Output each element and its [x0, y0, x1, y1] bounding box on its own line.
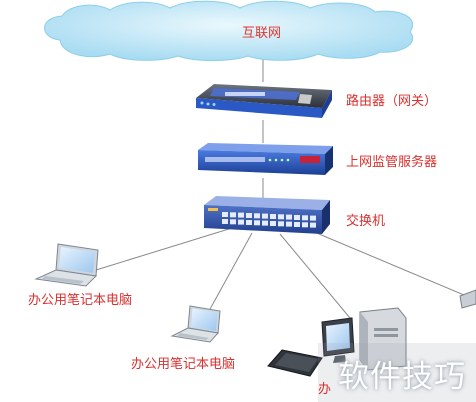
laptop-1-label: 办公用笔记本电脑 — [28, 293, 133, 308]
router-label: 路由器（网关） — [346, 94, 438, 109]
link-switch-desktop — [279, 233, 351, 319]
switch-label: 交换机 — [346, 214, 386, 229]
switch-icon — [204, 196, 330, 234]
link-switch-laptop-1 — [95, 227, 233, 271]
laptop-2-label: 办公用笔记本电脑 — [131, 357, 236, 372]
laptop-icon — [34, 243, 99, 287]
link-switch-edge — [299, 225, 476, 301]
watermark-text: 软件技巧 — [338, 359, 466, 395]
watermark-backdrop — [318, 343, 476, 402]
monitor-server-label: 上网监管服务器 — [346, 155, 438, 170]
partial-device-icon — [459, 289, 476, 309]
internet-label: 互联网 — [242, 26, 282, 41]
router-icon — [196, 84, 332, 118]
laptop-icon — [170, 305, 221, 343]
link-switch-laptop-2 — [203, 232, 253, 321]
desktop-1-label: 办 — [318, 382, 332, 397]
server-icon — [198, 143, 333, 175]
cloud-icon — [44, 0, 413, 61]
desktop-computer-icon — [267, 307, 407, 377]
connection-lines — [95, 52, 476, 321]
